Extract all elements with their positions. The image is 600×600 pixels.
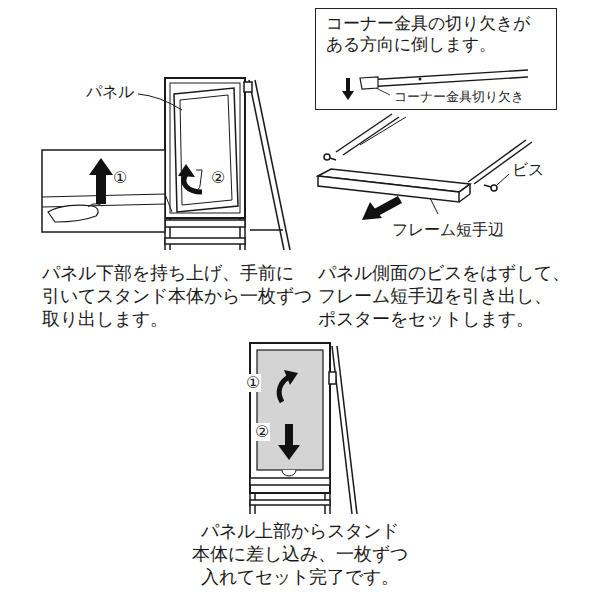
callout-number: ① bbox=[113, 168, 127, 189]
part-label: ビス bbox=[512, 160, 544, 181]
note-box: コーナー金具の切り欠きが ある方向に倒します。コーナー金具切り欠き bbox=[315, 8, 557, 110]
step-text: パネル上部からスタンド 本体に差し込み、一枚ずつ 入れてセット完了です。 bbox=[190, 520, 411, 589]
pull-arrow bbox=[362, 196, 402, 220]
frame-figure-2 bbox=[318, 114, 532, 214]
part-label: フレーム短手辺 bbox=[392, 220, 504, 241]
part-label: パネル bbox=[86, 82, 134, 103]
inset-hand bbox=[42, 150, 202, 232]
callout-number: ② bbox=[254, 423, 270, 441]
step-text: パネル側面のビスをはずして、 フレーム短手辺を引き出し、 ポスターをセットします… bbox=[318, 262, 574, 331]
part-label: コーナー金具切り欠き bbox=[393, 89, 525, 104]
callout-number: ① bbox=[245, 374, 261, 392]
step-text: パネル下部を持ち上げ、手前に 引いてスタンド本体から一枚ずつ 取り出します。 bbox=[42, 262, 312, 331]
note-text: コーナー金具の切り欠きが ある方向に倒します。 bbox=[316, 9, 551, 60]
stand-figure-3 bbox=[250, 343, 357, 514]
callout-number: ② bbox=[211, 168, 225, 189]
insert-arrows bbox=[278, 370, 300, 460]
